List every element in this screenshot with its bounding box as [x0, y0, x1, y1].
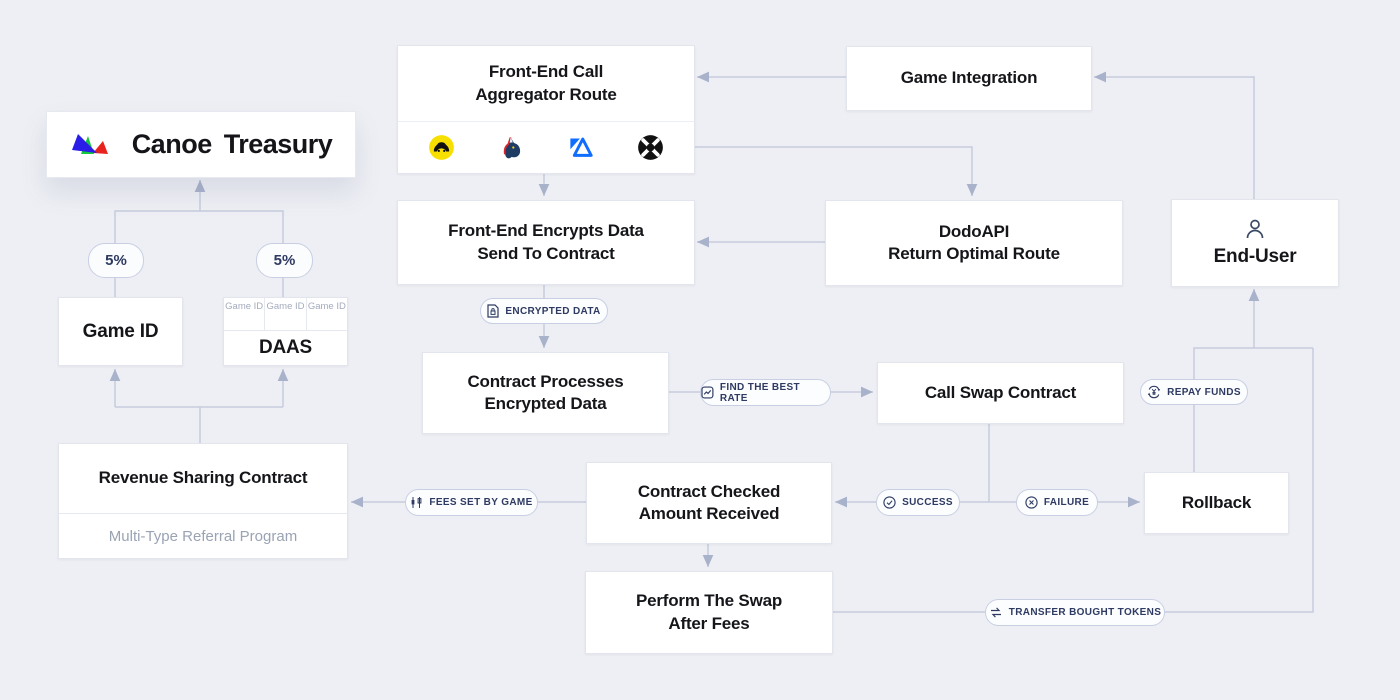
revenue-sharing-title: Revenue Sharing Contract — [98, 468, 308, 488]
daas-cell-game-id: Game ID — [225, 301, 264, 312]
logo-brand: Canoe — [131, 129, 213, 159]
transfer-arrows-icon — [990, 607, 1001, 618]
repay-currency-icon — [1147, 385, 1161, 399]
encrypted-data-label: ENCRYPTED DATA — [505, 305, 601, 317]
aggregator-icon-row — [398, 121, 694, 173]
front-end-call-line2: Aggregator Route — [475, 84, 617, 104]
failure-label: FAILURE — [1043, 497, 1090, 508]
x-circle-icon — [1025, 496, 1038, 509]
fee-left-label: 5% — [105, 252, 127, 269]
rate-chart-icon — [701, 386, 714, 399]
node-revenue-sharing: Revenue Sharing Contract Multi-Type Refe… — [58, 443, 348, 559]
cow-protocol-icon — [429, 135, 454, 160]
badge-failure: FAILURE — [1016, 489, 1098, 516]
daas-cell-game-id: Game ID — [264, 298, 305, 330]
front-end-encrypts-line2: Send To Contract — [477, 243, 615, 263]
contract-checked-line2: Amount Received — [638, 504, 780, 523]
badge-encrypted-data: ENCRYPTED DATA — [480, 298, 608, 324]
front-end-call-title: Front-End Call Aggregator Route — [398, 46, 694, 121]
node-contract-checked: Contract Checked Amount Received — [586, 462, 832, 544]
node-perform-swap: Perform The Swap After Fees — [585, 571, 833, 654]
badge-fees-set-by-game: FEES SET BY GAME — [405, 489, 538, 516]
candlestick-icon — [411, 497, 422, 508]
game-integration-title: Game Integration — [900, 68, 1038, 88]
call-swap-title: Call Swap Contract — [924, 382, 1077, 402]
node-end-user: End-User — [1171, 199, 1339, 287]
node-front-end-encrypts: Front-End Encrypts Data Send To Contract — [397, 200, 695, 285]
daas-cell-game-id: Game ID — [305, 298, 347, 330]
repay-funds-label: REPAY FUNDS — [1167, 386, 1241, 398]
node-contract-processes: Contract Processes Encrypted Data — [422, 352, 669, 434]
fee-badge-left: 5% — [88, 243, 144, 278]
dodo-api-line1: DodoAPI — [938, 221, 1010, 241]
success-label: SUCCESS — [902, 497, 953, 508]
dodo-api-line2: Return Optimal Route — [888, 244, 1060, 263]
rollback-title: Rollback — [1181, 492, 1252, 512]
node-dodo-api: DodoAPI Return Optimal Route — [825, 200, 1123, 286]
game-id-title: Game ID — [82, 320, 159, 342]
transfer-bought-tokens-label: TRANSFER BOUGHT TOKENS — [1008, 607, 1162, 618]
revenue-sharing-subtitle: Multi-Type Referral Program — [108, 527, 298, 545]
fee-right-label: 5% — [273, 252, 296, 269]
fees-set-by-game-label: FEES SET BY GAME — [429, 497, 533, 508]
daas-cell-row: Game ID Game ID Game ID — [224, 298, 347, 331]
badge-success: SUCCESS — [876, 489, 960, 516]
check-circle-icon — [883, 496, 896, 509]
contract-processes-line2: Encrypted Data — [484, 394, 607, 413]
perform-swap-line2: After Fees — [668, 613, 750, 633]
badge-repay-funds: REPAY FUNDS — [1140, 379, 1248, 405]
canoe-boat-icon — [71, 133, 108, 154]
0x-icon — [638, 135, 663, 160]
end-user-title: End-User — [1213, 245, 1297, 267]
node-game-integration: Game Integration — [846, 46, 1092, 111]
node-call-swap-contract: Call Swap Contract — [877, 362, 1124, 424]
daas-title: DAAS — [258, 337, 313, 359]
node-front-end-call-aggregator: Front-End Call Aggregator Route — [397, 45, 695, 174]
user-icon — [1246, 219, 1264, 239]
node-rollback: Rollback — [1144, 472, 1289, 534]
logo-text: Canoe Treasury — [132, 129, 333, 160]
node-game-id: Game ID — [58, 297, 183, 366]
file-lock-icon — [487, 304, 499, 318]
node-daas: Game ID Game ID Game ID DAAS — [223, 297, 348, 366]
fee-badge-right: 5% — [256, 243, 313, 278]
canoe-treasury-logo: Canoe Treasury — [46, 111, 356, 178]
perform-swap-line1: Perform The Swap — [635, 591, 783, 611]
contract-processes-line1: Contract Processes — [467, 371, 624, 391]
front-end-call-line1: Front-End Call — [488, 62, 604, 82]
badge-transfer-bought-tokens: TRANSFER BOUGHT TOKENS — [985, 599, 1165, 626]
contract-checked-line1: Contract Checked — [637, 481, 781, 501]
badge-find-best-rate: FIND THE BEST RATE — [700, 379, 831, 406]
tokenlon-icon — [570, 137, 593, 157]
logo-product: Treasury — [223, 129, 333, 159]
find-best-rate-label: FIND THE BEST RATE — [719, 381, 800, 404]
1inch-icon — [503, 137, 520, 159]
front-end-encrypts-line1: Front-End Encrypts Data — [448, 221, 644, 241]
